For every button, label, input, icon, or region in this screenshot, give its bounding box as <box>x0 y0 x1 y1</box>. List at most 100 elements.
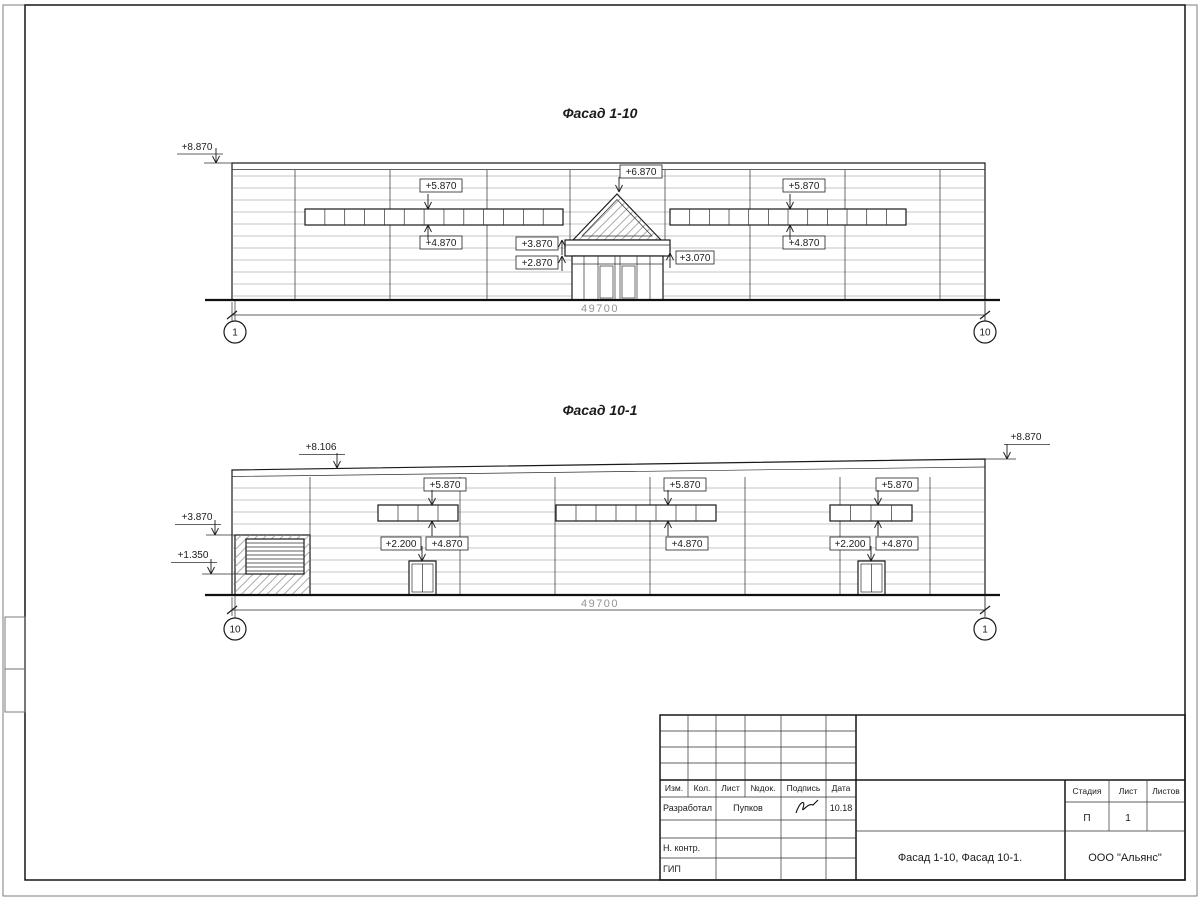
axis-bubble-left-f1: 1 <box>223 301 247 344</box>
elevation-label: +4.870 <box>882 539 913 550</box>
elevation-mark-win-right-bottom: +4.870 <box>782 224 826 250</box>
sheet-label: Лист <box>1119 786 1138 796</box>
elevation-label: +5.870 <box>430 480 461 491</box>
elevation-label: +5.870 <box>789 181 820 192</box>
elevation-mark-win-c-top: +5.870 <box>874 477 919 506</box>
elevation-label: +3.870 <box>522 239 553 250</box>
axis-bubble-right-f2: 1 <box>973 596 997 641</box>
elevation-label: +8.870 <box>182 142 213 153</box>
entrance-portal <box>564 193 671 301</box>
axis-label: 10 <box>229 625 241 636</box>
facade1-pilasters <box>294 170 941 300</box>
elevation-mark-door-a: +2.200 <box>380 536 426 562</box>
elevation-arrow-icon <box>212 147 220 164</box>
window-mullions-left <box>324 209 544 225</box>
facade-1-10-view: Фасад 1-10 <box>177 105 1000 344</box>
col-date: Дата <box>832 783 851 793</box>
canopy-band <box>564 239 671 257</box>
axis-bubble-right-f1: 10 <box>973 301 997 344</box>
elevation-label: +1.350 <box>178 550 209 561</box>
elevation-label: +4.870 <box>432 539 463 550</box>
elevation-mark-door-c: +2.200 <box>829 536 875 562</box>
elevation-mark-win-b-bottom: +4.870 <box>664 520 709 551</box>
facade-10-1-view: Фасад 10-1 <box>171 402 1050 641</box>
elevation-mark-entry-top: +3.070 <box>666 250 715 269</box>
storefront <box>571 255 664 301</box>
door-right <box>857 560 886 596</box>
dimension-49700-facade2: 49700 <box>226 597 991 616</box>
dimension-text: 49700 <box>581 598 619 610</box>
elevation-mark-top-left-f2: +8.106 <box>299 442 345 469</box>
elevation-label: +5.870 <box>882 480 913 491</box>
elevation-label: +3.870 <box>182 512 213 523</box>
company-name: ООО "Альянс" <box>1088 852 1162 864</box>
col-list: Лист <box>721 783 740 793</box>
elevation-arrow-icon <box>207 558 215 575</box>
elevation-label: +8.106 <box>306 442 337 453</box>
louver-block <box>234 534 311 596</box>
elevation-mark-top-left: +8.870 <box>177 142 232 164</box>
sheet-frame <box>2 4 1198 897</box>
elevation-arrow-icon <box>333 452 341 469</box>
document-title: Фасад 1-10, Фасад 10-1. <box>898 852 1022 864</box>
row-ncontr-label: Н. контр. <box>663 843 700 853</box>
sheets-label: Листов <box>1152 786 1180 796</box>
elevation-mark-win-left-top: +5.870 <box>419 178 463 210</box>
axis-label: 1 <box>232 328 238 339</box>
signature <box>795 799 819 814</box>
elevation-label: +3.070 <box>680 253 711 264</box>
door-leaf <box>599 265 614 299</box>
col-sign: Подпись <box>787 783 821 793</box>
elevation-mark-win-b-top: +5.870 <box>663 477 707 506</box>
elevation-mark-win-left-bottom: +4.870 <box>419 224 463 250</box>
window-band-left <box>304 208 564 226</box>
col-izm: Изм. <box>665 783 683 793</box>
frame-attribute-box <box>4 668 26 713</box>
facade1-title: Фасад 1-10 <box>563 105 638 121</box>
stage-label: Стадия <box>1073 786 1102 796</box>
sheet-value: 1 <box>1125 813 1131 824</box>
elevation-mark-canopy-bottom: +2.870 <box>515 255 566 272</box>
elevation-label: +4.870 <box>426 238 457 249</box>
elevation-label: +4.870 <box>672 539 703 550</box>
axis-label: 10 <box>979 328 991 339</box>
elevation-label: +2.200 <box>835 539 866 550</box>
facade2-title: Фасад 10-1 <box>563 402 638 418</box>
window-mullions-a <box>397 505 439 521</box>
col-doc: №док. <box>751 783 776 793</box>
elevation-mark-win-a-bottom: +4.870 <box>425 520 469 551</box>
louver-grille <box>245 538 305 575</box>
door-leaf <box>621 265 636 299</box>
elevation-arrow-icon <box>211 519 219 536</box>
elevation-mark-louver-top: +3.870 <box>175 512 235 536</box>
row-developed-label: Разработал <box>663 803 712 813</box>
paper-border <box>2 4 1198 897</box>
col-kol: Кол. <box>694 783 711 793</box>
elevation-label: +4.870 <box>789 238 820 249</box>
stage-value: П <box>1083 813 1090 824</box>
row-gip-label: ГИП <box>663 864 681 874</box>
window-mullions-right <box>689 209 887 225</box>
window-mullions-b <box>575 505 697 521</box>
axis-label: 1 <box>982 625 988 636</box>
facade2-pilasters <box>309 477 931 595</box>
dimension-text: 49700 <box>581 303 619 315</box>
developed-date: 10.18 <box>830 803 853 813</box>
frame-attribute-box <box>4 616 26 670</box>
elevation-mark-win-a-top: +5.870 <box>423 477 467 506</box>
window-mullions-c <box>850 505 892 521</box>
elevation-mark-apex: +6.870 <box>615 164 663 193</box>
axis-bubble-left-f2: 10 <box>223 596 247 641</box>
title-block: Изм. Кол. Лист №док. Подпись Дата Разраб… <box>659 714 1186 881</box>
elevation-mark-top-right-f2: +8.870 <box>985 432 1050 460</box>
elevation-mark-louver-bottom: +1.350 <box>171 550 246 575</box>
elevation-mark-win-c-bottom: +4.870 <box>874 520 919 551</box>
elevation-label: +6.870 <box>626 167 657 178</box>
developed-name: Пупков <box>733 803 763 813</box>
elevation-label: +8.870 <box>1011 432 1042 443</box>
dimension-49700-facade1: 49700 <box>226 302 991 321</box>
elevation-mark-win-right-top: +5.870 <box>782 178 826 210</box>
elevation-label: +2.200 <box>386 539 417 550</box>
elevation-label: +5.870 <box>426 181 457 192</box>
